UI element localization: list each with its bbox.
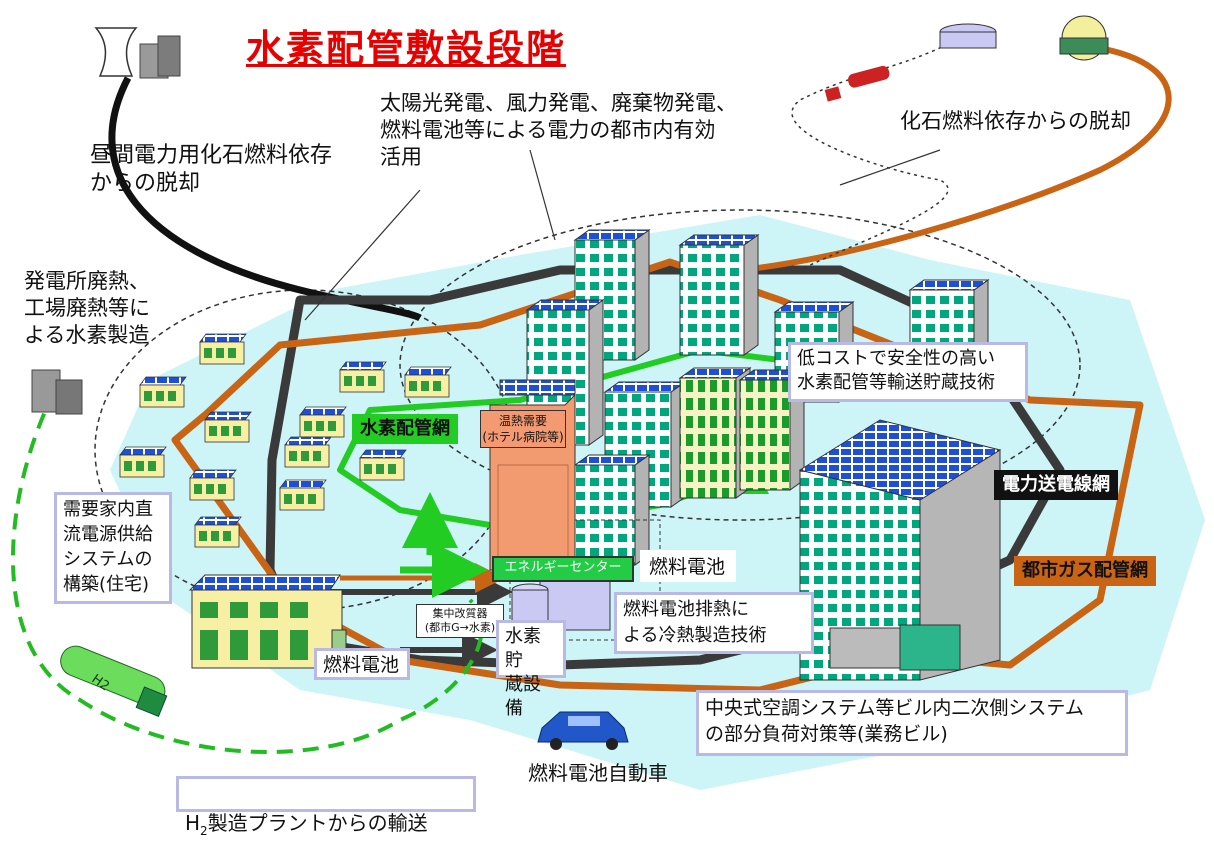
tanker-truck: [824, 65, 890, 102]
office-building: [678, 234, 760, 356]
house: [139, 376, 187, 408]
power-plant: [94, 27, 181, 79]
reformer-label: 集中改質器 (都市G→水素): [416, 604, 504, 638]
house: [279, 479, 327, 511]
factory: [31, 369, 83, 415]
fuel-cell-center-label: 燃料電池: [640, 550, 736, 582]
fossil-escape-label: 化石燃料依存からの脱却: [900, 109, 1131, 133]
fc-exhaust-label: 燃料電池排熱に よる冷熱製造技術: [614, 592, 814, 654]
fuel-cell-house-label: 燃料電池: [314, 648, 410, 680]
fc-vehicle-label: 燃料電池自動車: [528, 761, 668, 785]
office-building: [573, 454, 651, 566]
gas-tanks: [939, 15, 1109, 61]
dc-supply-label: 需要家内直 流電源供給 システムの 構築(住宅): [54, 492, 172, 604]
houses: [119, 333, 452, 548]
commercial-zone: [399, 209, 1081, 521]
pointer-renewables-2: [529, 149, 556, 241]
h2-transport-post: 製造プラントからの輸送: [207, 811, 428, 835]
power-grid-tag: 電力送電線網: [994, 470, 1118, 500]
low-cost-label: 低コストで安全性の高い 水素配管等輸送貯蔵技術: [788, 342, 1028, 402]
fuel-cell-vehicle: [537, 711, 629, 750]
pointer-renewables-1: [304, 189, 421, 321]
house: [119, 446, 167, 478]
daytime-power-line: [108, 76, 422, 322]
h2-storage-label: 水素貯 蔵設備: [496, 620, 566, 719]
page-title: 水素配管敷設段階: [246, 27, 567, 71]
house: [194, 516, 242, 548]
h2-tanker: H2: [60, 645, 168, 718]
house: [204, 411, 252, 443]
h2-transport-route: [11, 389, 484, 754]
house: [284, 436, 332, 468]
pointer-fossil: [839, 149, 941, 186]
house: [404, 366, 452, 398]
h2-transport-label: H2製造プラントからの輸送: [176, 776, 476, 838]
diagram-stage: H2 水素配管敷設段階 昼間電力用化石燃料依存 からの脱却 太陽光発電、風力発電…: [11, 15, 1205, 838]
gas-supply-line: [739, 42, 1172, 273]
daytime-fossil-label: 昼間電力用化石燃料依存 からの脱却: [90, 143, 333, 196]
city-gas-tag: 都市ガス配管網: [1014, 556, 1156, 586]
house: [299, 406, 347, 438]
house: [339, 361, 387, 393]
buildings: [525, 229, 990, 566]
hvac-label: 中央式空調システム等ビル内二次側システム の部分負荷対策等(業務ビル): [696, 690, 1128, 756]
house: [359, 449, 407, 481]
h2-transport-pre: H: [185, 811, 201, 835]
hotel-building: [489, 379, 576, 571]
house: [199, 333, 247, 365]
office-tower: [798, 419, 1002, 681]
hydrogen-network-tag: 水素配管網: [352, 414, 458, 444]
energy-center-label: エネルギーセンター: [492, 556, 634, 582]
renewables-label: 太陽光発電、風力発電、廃棄物発電、 燃料電池等による電力の都市内有効 活用: [380, 91, 737, 169]
house: [189, 469, 237, 501]
waste-heat-label: 発電所廃熱、 工場廃熱等に よる水素製造: [24, 269, 150, 347]
heat-demand-label: 温熱需要 (ホテル病院等): [480, 410, 566, 448]
h2-transport-sub: 2: [200, 824, 208, 838]
